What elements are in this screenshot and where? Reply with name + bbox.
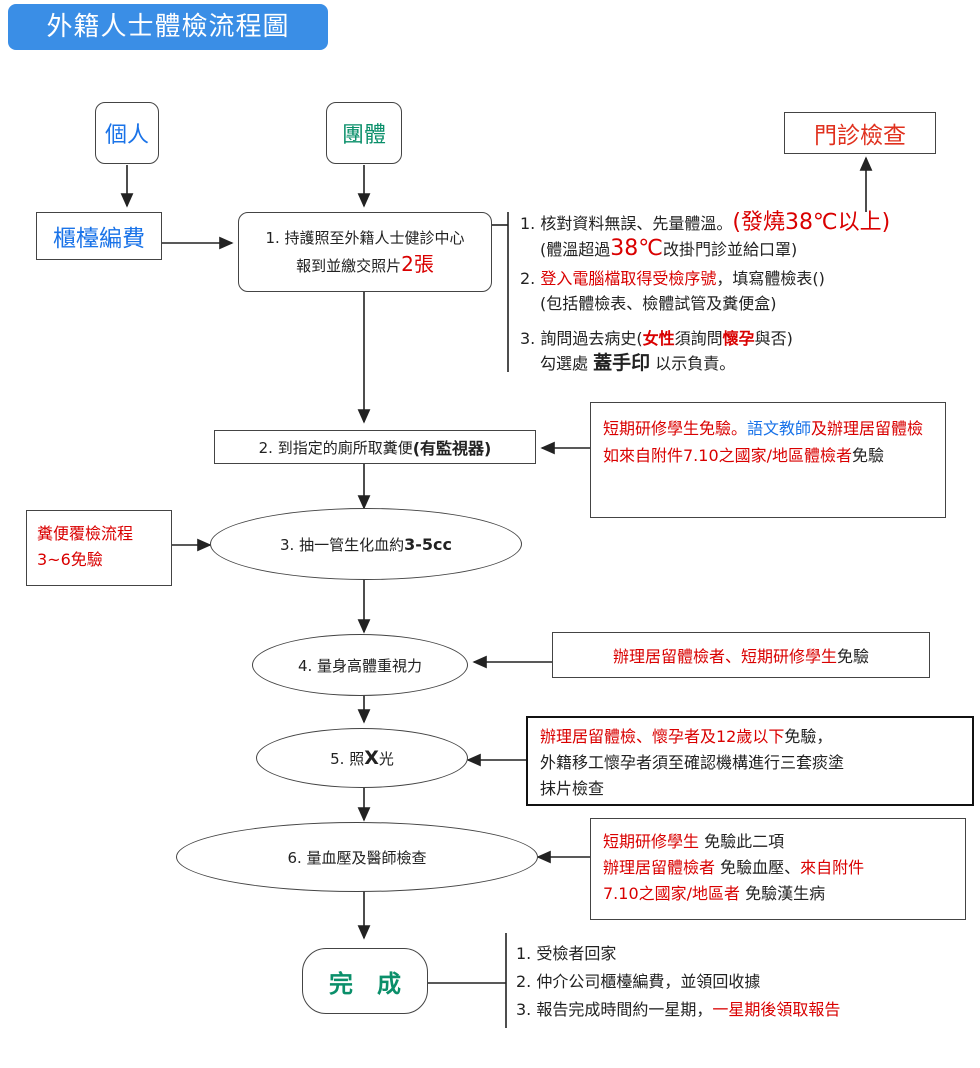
step2-box: 2. 到指定的廁所取糞便(有監視器) xyxy=(214,430,536,464)
page-title: 外籍人士體檢流程圖 xyxy=(8,4,328,50)
counter-fee-box: 櫃檯編費 xyxy=(36,212,162,260)
step6-note-line3: 7.10之國家/地區者 免驗漢生病 xyxy=(603,881,953,907)
done-note-1: 1. 受檢者回家 xyxy=(516,944,617,963)
step1-photo-count: 2張 xyxy=(401,252,434,276)
step2-monitor: (有監視器) xyxy=(412,439,492,458)
step2-note-red1: 短期研修學生免驗。 xyxy=(603,419,748,438)
note2-suffix: ，填寫體檢表() xyxy=(716,269,825,288)
step4-note-exempt: 免驗 xyxy=(837,647,870,666)
step6-note-line1: 短期研修學生 免驗此二項 xyxy=(603,829,953,855)
note3-suffix: 與否) xyxy=(754,329,793,348)
done-note-2: 2. 仲介公司櫃檯編費，並領回收據 xyxy=(516,972,761,991)
step5-note-exempt: 免驗， xyxy=(784,727,833,746)
step2-note-box: 短期研修學生免驗。語文教師及辦理居留體檢如來自附件7.10之國家/地區體檢者免驗 xyxy=(590,402,946,518)
step1-note-2: 2. 登入電腦檔取得受檢序號，填寫體檢表() xyxy=(520,266,980,291)
done-note-3-prefix: 3. 報告完成時間約一星期， xyxy=(516,1000,713,1019)
individual-box: 個人 xyxy=(95,102,159,164)
outpatient-box: 門診檢查 xyxy=(784,112,936,154)
stool-recheck-box: 糞便覆檢流程 3~6免驗 xyxy=(26,510,172,586)
stool-recheck-title: 糞便覆檢流程 xyxy=(37,524,134,543)
step6-note-l1-red: 短期研修學生 xyxy=(603,832,700,851)
step6-note-line2: 辦理居留體檢者 免驗血壓、來自附件 xyxy=(603,855,953,881)
step1-note-3: 3. 詢問過去病史(女性須詢問懷孕與否) xyxy=(520,326,980,351)
step6-note-box: 短期研修學生 免驗此二項 辦理居留體檢者 免驗血壓、來自附件 7.10之國家/地… xyxy=(590,818,966,920)
stool-recheck-exempt: 3~6免驗 xyxy=(37,550,103,569)
step4-oval: 4. 量身高體重視力 xyxy=(252,634,468,696)
note1-text: 1. 核對資料無誤、先量體溫。 xyxy=(520,214,733,233)
note1-sub-suffix: 改掛門診並給口罩) xyxy=(662,240,798,259)
step3-volume: 3-5cc xyxy=(404,534,452,554)
note2-prefix: 2. xyxy=(520,269,541,288)
step6-note-l3-red: 7.10之國家/地區者 xyxy=(603,884,741,903)
step1-note-1: 1. 核對資料無誤、先量體溫。(發燒38℃以上) xyxy=(520,210,980,236)
step5-note-box: 辦理居留體檢、懷孕者及12歲以下免驗， 外籍移工懷孕者須至確認機構進行三套痰塗 … xyxy=(526,716,974,806)
done-box: 完 成 xyxy=(302,948,428,1014)
step1-line1: 1. 持護照至外籍人士健診中心 xyxy=(265,229,465,247)
step2-text: 2. 到指定的廁所取糞便 xyxy=(258,438,413,457)
note3-sub-fingerprint: 蓋手印 xyxy=(593,352,651,374)
note3-mid: 須詢問 xyxy=(674,329,723,348)
step6-note-l2-black: 免驗血壓、 xyxy=(715,858,801,877)
step1-line2-text: 報到並繳交照片 xyxy=(296,257,402,275)
step1-line2: 報到並繳交照片2張 xyxy=(239,251,491,279)
step2-note-teacher: 語文教師 xyxy=(747,419,812,438)
note2-red: 登入電腦檔取得受檢序號 xyxy=(540,269,717,288)
step5-x: X xyxy=(364,747,379,769)
group-box: 團體 xyxy=(326,102,402,164)
step5-note-red: 辦理居留體檢、懷孕者及12歲以下 xyxy=(540,727,785,746)
step5-note-line1: 辦理居留體檢、懷孕者及12歲以下免驗， xyxy=(540,724,960,750)
done-note-3: 3. 報告完成時間約一星期，一星期後領取報告 xyxy=(516,996,976,1024)
step2-note-exempt: 免驗 xyxy=(852,446,885,465)
step5-suffix: 光 xyxy=(378,749,394,768)
note1-sub-prefix: (體溫超過 xyxy=(540,240,611,259)
note3-sub-suffix: 以示負責。 xyxy=(650,354,736,373)
step2-note-red2: 及辦理居留體檢如來自附件7.10之國家/地區體檢者 xyxy=(603,419,924,465)
step1-note-2-sub: (包括體檢表、檢體試管及糞便盒) xyxy=(540,294,777,313)
step3-text: 3. 抽一管生化血約 xyxy=(280,535,405,554)
note3-sub-prefix: 勾選處 xyxy=(540,354,594,373)
step1-note-1-sub: (體溫超過38℃改掛門診並給口罩) xyxy=(520,236,980,262)
step4-note-red: 辦理居留體檢者、短期研修學生 xyxy=(612,647,837,666)
note1-sub-temp: 38℃ xyxy=(610,236,663,261)
note3-female: 女性 xyxy=(642,329,675,348)
step4-note-box: 辦理居留體檢者、短期研修學生免驗 xyxy=(552,632,930,678)
step5-prefix: 5. 照 xyxy=(330,749,365,768)
step1-notes: 1. 核對資料無誤、先量體溫。(發燒38℃以上) (體溫超過38℃改掛門診並給口… xyxy=(520,210,980,376)
step6-oval: 6. 量血壓及醫師檢查 xyxy=(176,822,538,892)
note3-pregnant: 懷孕 xyxy=(722,329,755,348)
step6-note-l2-red: 辦理居留體檢者 xyxy=(603,858,716,877)
done-note-3-red: 一星期後領取報告 xyxy=(712,1000,841,1019)
done-notes: 1. 受檢者回家 2. 仲介公司櫃檯編費，並領回收據 3. 報告完成時間約一星期… xyxy=(516,940,976,1024)
step5-note-line3: 抹片檢查 xyxy=(540,779,605,798)
step1-box: 1. 持護照至外籍人士健診中心 報到並繳交照片2張 xyxy=(238,212,492,292)
step6-note-l3-black: 免驗漢生病 xyxy=(740,884,826,903)
note1-fever: (發燒38℃以上) xyxy=(732,210,891,235)
step6-note-l2-red2: 來自附件 xyxy=(800,858,865,877)
note3-prefix: 3. 詢問過去病史( xyxy=(520,329,643,348)
step6-note-l1-black: 免驗此二項 xyxy=(699,832,785,851)
step5-note-line2: 外籍移工懷孕者須至確認機構進行三套痰塗 xyxy=(540,753,845,772)
step1-note-3-sub: 勾選處 蓋手印 以示負責。 xyxy=(520,351,980,376)
